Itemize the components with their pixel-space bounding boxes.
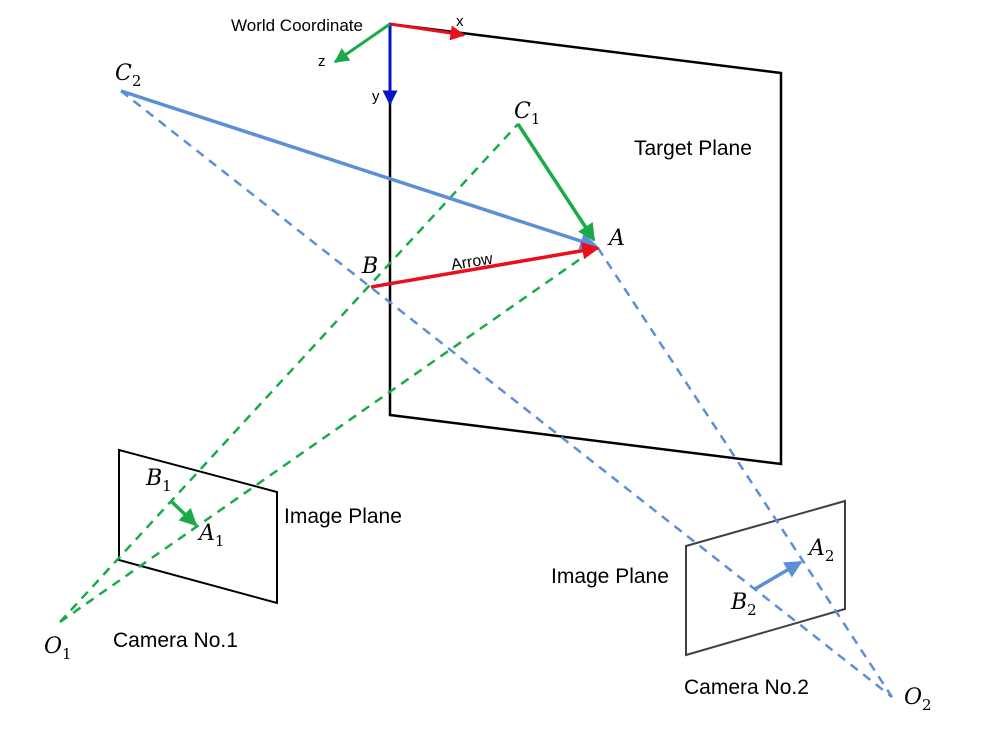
point-a2-label: A2 [807, 536, 834, 565]
axis-z-label: z [318, 53, 326, 70]
ray-c2-o2 [120, 90, 893, 698]
image-plane-2 [685, 499, 846, 657]
ray-c1-a [516, 123, 596, 242]
ray-o1-c1 [59, 123, 519, 623]
point-c2-label: C2 [115, 61, 141, 90]
axis-x-label: x [456, 13, 464, 30]
arrow-b2-a2 [754, 560, 803, 591]
point-a1-label: A1 [197, 521, 224, 550]
axis-z-arrow [333, 22, 391, 64]
point-b1-label: B1 [145, 466, 172, 495]
camera-2-label: Camera No.2 [684, 676, 809, 699]
axis-x-arrow [389, 22, 466, 41]
ray-o1-a [59, 246, 597, 624]
arrow-b1-a1 [170, 500, 198, 527]
point-a-label: A [607, 226, 625, 251]
ray-c2-a [120, 89, 598, 250]
world-coordinate-label: World Coordinate [231, 16, 363, 35]
image-plane-2-label: Image Plane [551, 565, 669, 588]
ray-a-o2 [596, 247, 894, 698]
point-b-label: B [361, 254, 378, 279]
point-o2-label: O2 [904, 685, 932, 714]
point-b2-label: B2 [730, 590, 757, 619]
point-c1-label: C1 [514, 99, 540, 128]
axis-y-label: y [372, 88, 380, 105]
image-plane-1-label: Image Plane [284, 505, 402, 528]
image-plane-1 [118, 448, 278, 605]
camera-1-label: Camera No.1 [113, 629, 238, 652]
target-plane-label: Target Plane [634, 137, 752, 160]
arrow-label: Arrow [450, 251, 494, 274]
point-o1-label: O1 [44, 634, 72, 663]
arrow-b-a [370, 242, 600, 289]
